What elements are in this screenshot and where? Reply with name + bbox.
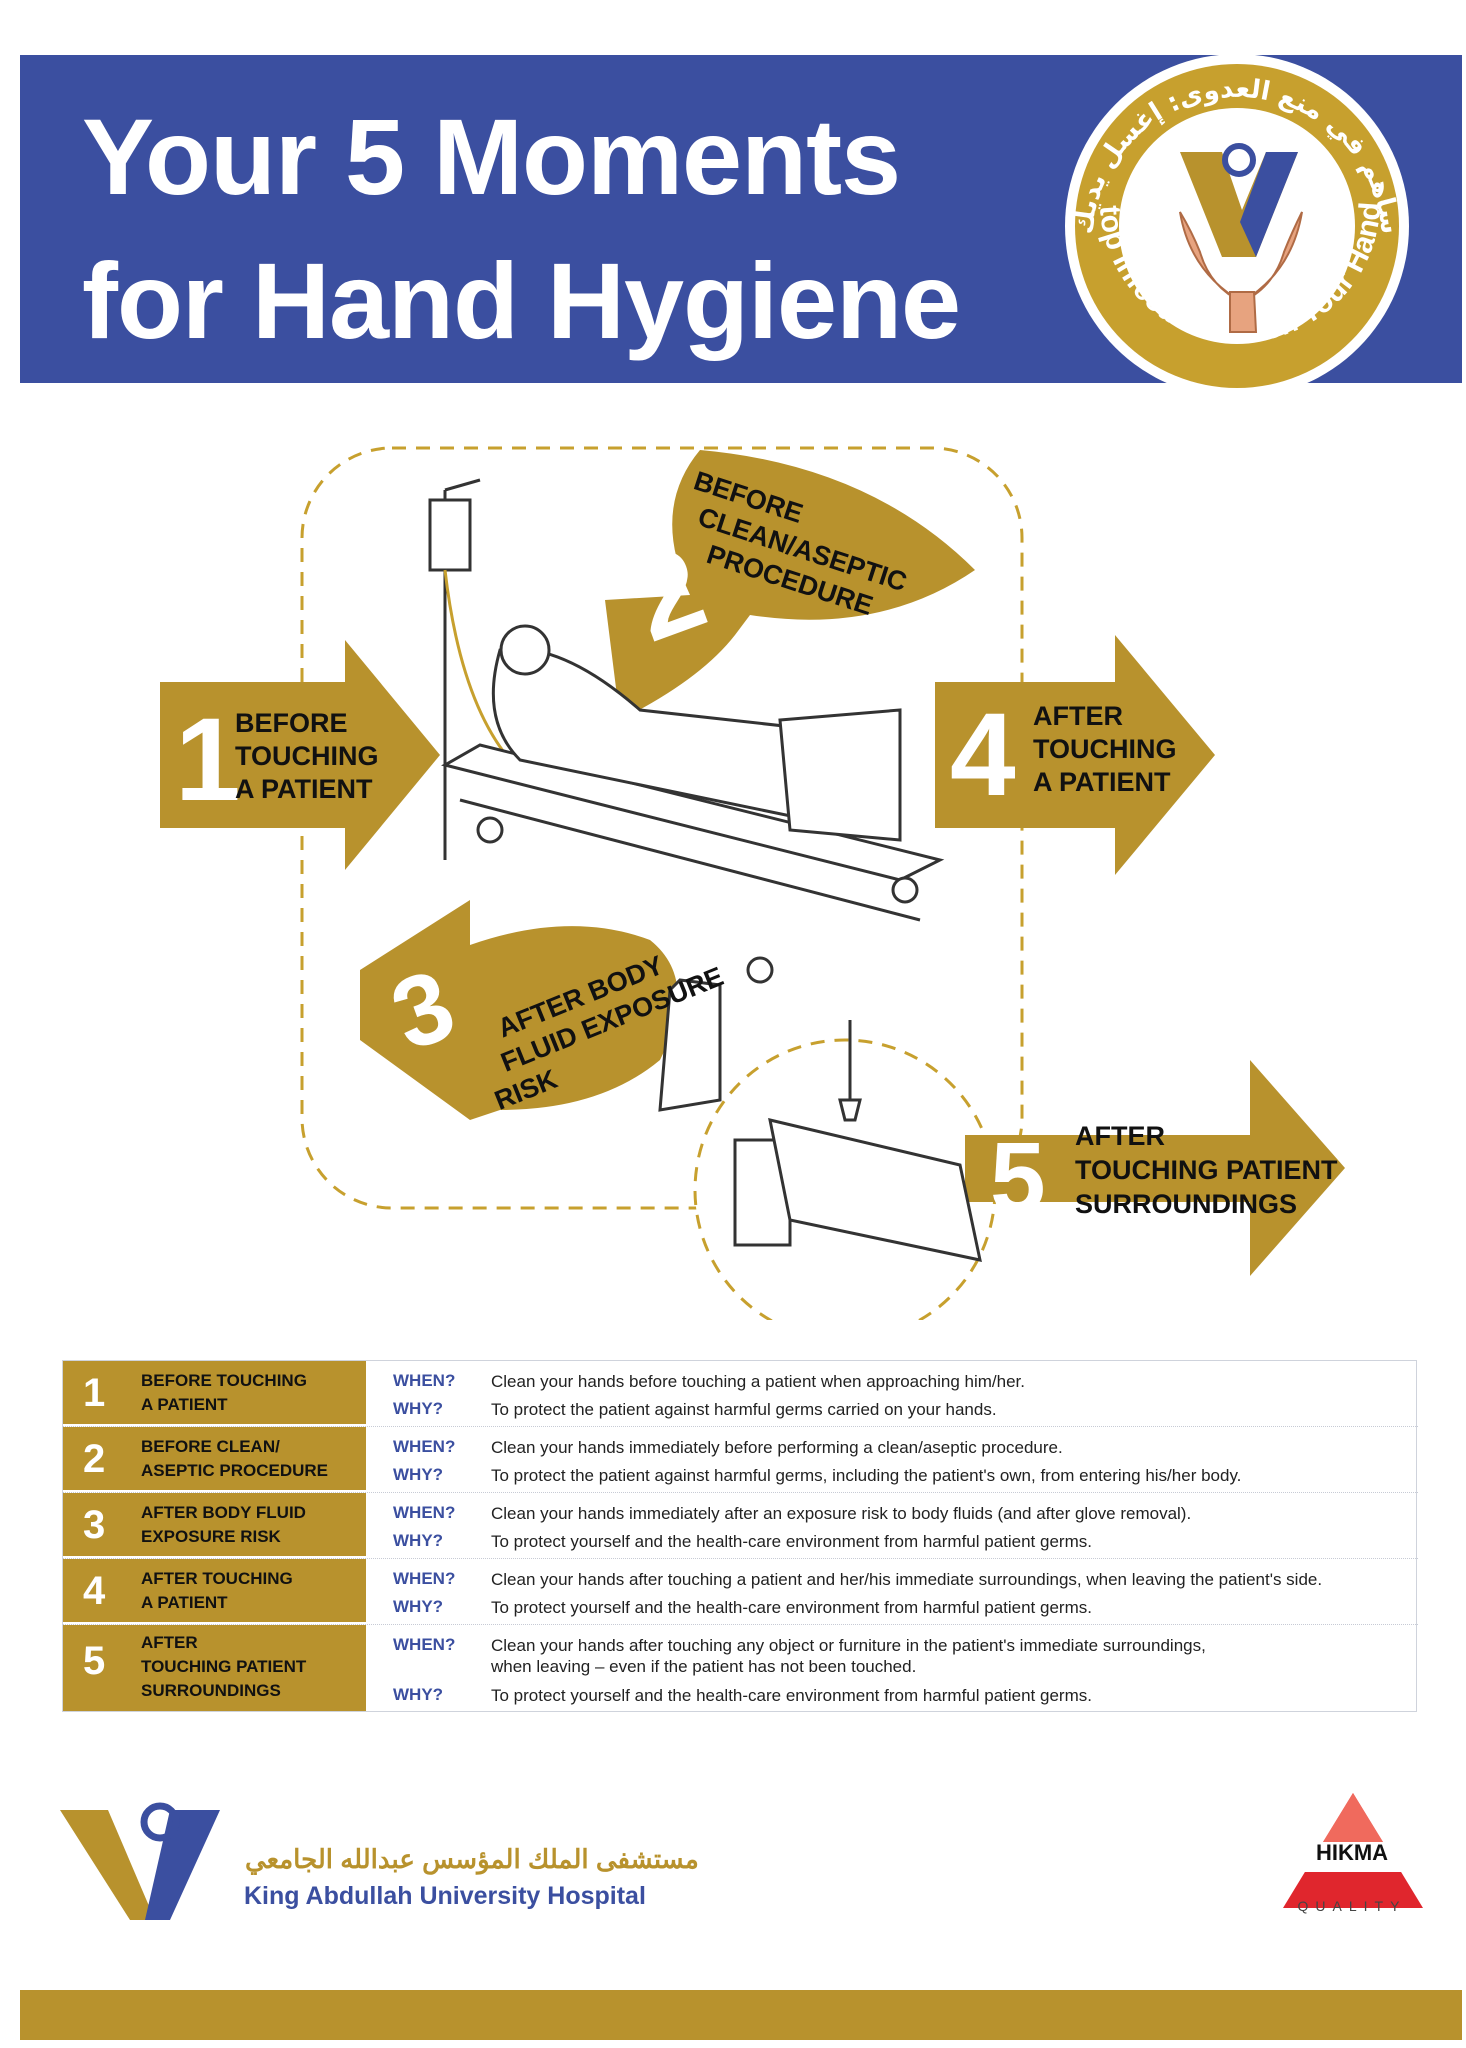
- table-row: 2 BEFORE CLEAN/ ASEPTIC PROCEDURE WHEN? …: [63, 1427, 1418, 1493]
- when-label: WHEN?: [393, 1503, 456, 1522]
- cupped-hands-icon: [1179, 211, 1303, 333]
- moment-5-label-line2: TOUCHING PATIENT: [1075, 1155, 1338, 1185]
- moment-5-number: 5: [990, 1122, 1046, 1234]
- hikma-logo-icon: [1283, 1793, 1423, 1908]
- page-title-line1: Your 5 Moments: [82, 96, 901, 217]
- when-label: WHEN?: [393, 1635, 456, 1654]
- page-title-line2: for Hand Hygiene: [82, 240, 961, 361]
- sponsor-tagline: QUALITY: [1297, 1898, 1407, 1914]
- row-header: 4 AFTER TOUCHING A PATIENT: [63, 1559, 366, 1624]
- hospital-logo-icon: [1180, 143, 1298, 257]
- why-text: To protect yourself and the health-care …: [491, 1686, 1092, 1705]
- why-text: To protect yourself and the health-care …: [491, 1598, 1092, 1617]
- moment-5-label-line3: SURROUNDINGS: [1075, 1189, 1297, 1219]
- when-text: Clean your hands after touching a patien…: [491, 1570, 1323, 1589]
- row-header: 1 BEFORE TOUCHING A PATIENT: [63, 1361, 366, 1426]
- sponsor-name: HIKMA: [1315, 1840, 1389, 1865]
- moment-1-label-line3: A PATIENT: [235, 774, 373, 804]
- table-row: 3 AFTER BODY FLUID EXPOSURE RISK WHEN? C…: [63, 1493, 1418, 1559]
- hospital-name-english: King Abdullah University Hospital: [244, 1882, 646, 1910]
- why-label: WHY?: [393, 1531, 444, 1550]
- table-row: 4 AFTER TOUCHING A PATIENT WHEN? Clean y…: [63, 1559, 1418, 1625]
- moment-4-label-line1: AFTER: [1033, 701, 1123, 731]
- row-number: 1: [83, 1371, 106, 1415]
- moment-5-label-line1: AFTER: [1075, 1121, 1165, 1151]
- table-row: 5 AFTER TOUCHING PATIENT SURROUNDINGS WH…: [63, 1625, 1418, 1711]
- moments-table: 1 BEFORE TOUCHING A PATIENT WHEN? Clean …: [62, 1360, 1418, 1712]
- row-header: 2 BEFORE CLEAN/ ASEPTIC PROCEDURE: [63, 1427, 366, 1492]
- moment-4-label-line3: A PATIENT: [1033, 767, 1171, 797]
- why-text: To protect the patient against harmful g…: [491, 1400, 997, 1419]
- moment-4-label-line2: TOUCHING: [1033, 734, 1177, 764]
- moment-1-number: 1: [175, 694, 241, 826]
- moment-1-label-line2: TOUCHING: [235, 741, 379, 771]
- row-label: BEFORE TOUCHING A PATIENT: [141, 1371, 307, 1414]
- footer-bar: [20, 1990, 1462, 2040]
- row-label: AFTER TOUCHING A PATIENT: [141, 1569, 293, 1612]
- row-number: 5: [83, 1639, 106, 1683]
- five-moments-illustration: 1 2 3 4 5 BEFORE TOUCHING A PATIENT BEFO…: [160, 446, 1345, 1320]
- when-label: WHEN?: [393, 1569, 456, 1588]
- when-text: Clean your hands immediately before perf…: [491, 1438, 1063, 1457]
- when-label: WHEN?: [393, 1437, 456, 1456]
- why-text: To protect the patient against harmful g…: [491, 1466, 1242, 1485]
- row-number: 3: [83, 1503, 106, 1547]
- table-row: 1 BEFORE TOUCHING A PATIENT WHEN? Clean …: [63, 1361, 1418, 1427]
- when-text: Clean your hands before touching a patie…: [491, 1372, 1025, 1391]
- moment-4-arrow: [935, 635, 1215, 875]
- why-text: To protect yourself and the health-care …: [491, 1532, 1092, 1551]
- row-label: AFTER BODY FLUID EXPOSURE RISK: [141, 1503, 306, 1546]
- row-label: BEFORE CLEAN/ ASEPTIC PROCEDURE: [141, 1437, 329, 1480]
- why-label: WHY?: [393, 1399, 444, 1418]
- when-text: Clean your hands immediately after an ex…: [491, 1504, 1192, 1523]
- row-number: 2: [83, 1437, 106, 1481]
- moment-3-arrow: [360, 900, 678, 1120]
- stop-infection-badge: ساهم في منع العدوى: إغسل يديك Stop Infec…: [1030, 52, 1409, 398]
- moment-2-arrow: [605, 450, 975, 720]
- when-label: WHEN?: [393, 1371, 456, 1390]
- surroundings-illustration: [733, 1020, 982, 1262]
- why-label: WHY?: [393, 1685, 444, 1704]
- why-label: WHY?: [393, 1597, 444, 1616]
- hospital-name-arabic: مستشفى الملك المؤسس عبدالله الجامعي: [245, 1844, 699, 1874]
- row-label: AFTER TOUCHING PATIENT SURROUNDINGS: [141, 1633, 307, 1700]
- hospital-bed-illustration: [428, 478, 945, 1112]
- hospital-logo-icon: [60, 1802, 220, 1920]
- why-label: WHY?: [393, 1465, 444, 1484]
- row-header: 5 AFTER TOUCHING PATIENT SURROUNDINGS: [63, 1625, 366, 1711]
- moment-1-label-line1: BEFORE: [235, 708, 348, 738]
- moment-1-arrow: [160, 640, 440, 870]
- row-number: 4: [83, 1569, 106, 1613]
- row-header: 3 AFTER BODY FLUID EXPOSURE RISK: [63, 1493, 366, 1558]
- moment-5-arrow: [965, 1060, 1345, 1276]
- when-text: Clean your hands after touching any obje…: [491, 1636, 1206, 1676]
- moment-4-number: 4: [950, 689, 1016, 821]
